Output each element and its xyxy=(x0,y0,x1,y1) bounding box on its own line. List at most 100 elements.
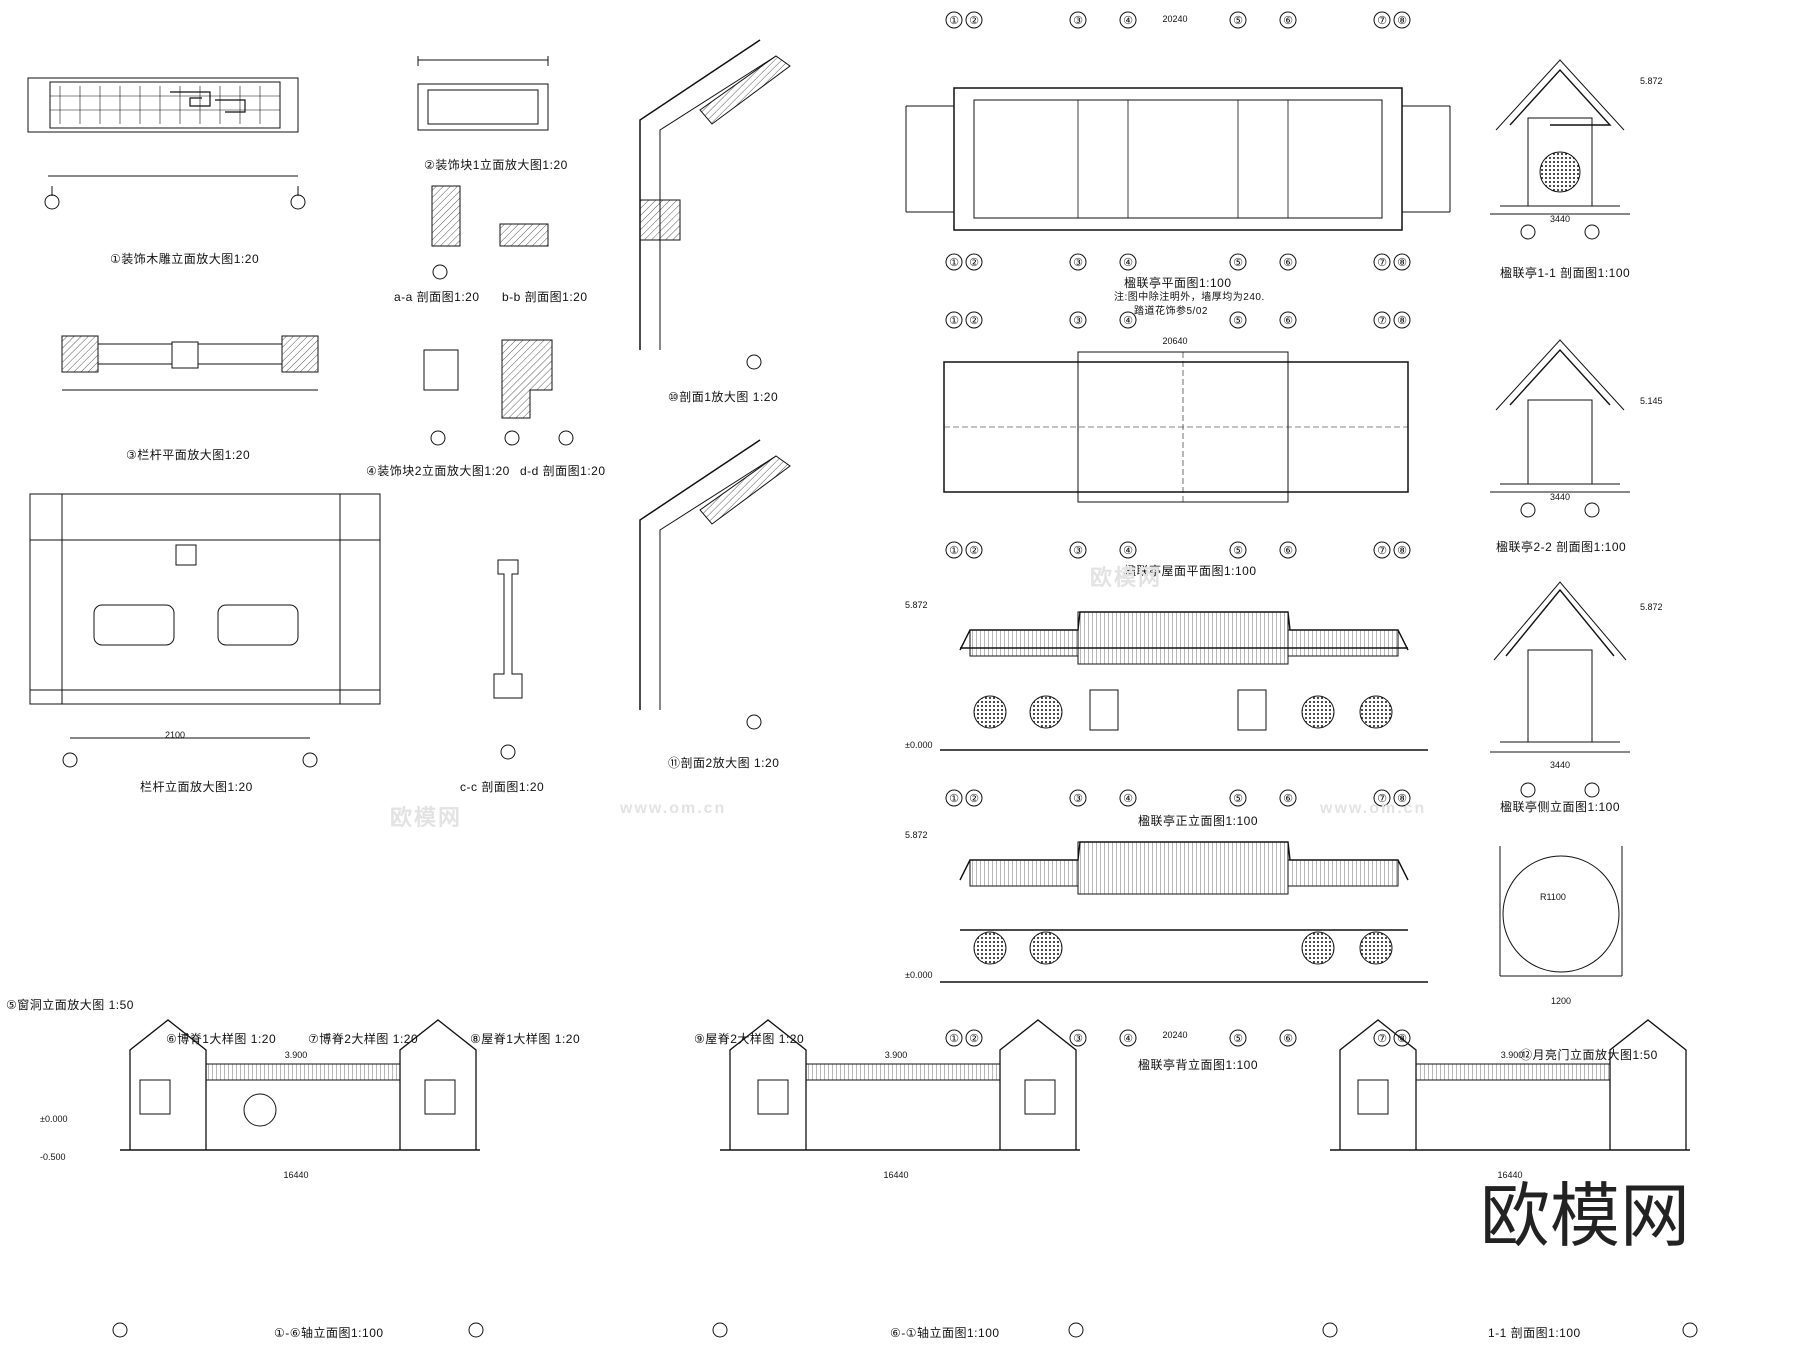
axis-bubble xyxy=(1229,789,1247,807)
side-elevation xyxy=(1490,581,1630,798)
axis-bubble xyxy=(1069,253,1087,271)
axis-label: ④ xyxy=(1123,15,1133,27)
detail-4-decor-block-2 xyxy=(423,339,574,446)
axis-label: ③ xyxy=(1073,1033,1083,1045)
s11-ridge: 3.900 xyxy=(1501,1050,1524,1060)
axis-bubble xyxy=(965,311,983,329)
section-aa-bb xyxy=(431,185,549,280)
axis-label: ⑤ xyxy=(1233,1033,1243,1045)
axis-bubble xyxy=(965,11,983,29)
axis-bubble xyxy=(1119,11,1137,29)
axis-label: ⑦ xyxy=(1377,257,1387,269)
axis-bubble xyxy=(1069,541,1087,559)
axis-label: ⑤ xyxy=(1233,257,1243,269)
axis-label: ② xyxy=(969,257,979,269)
elevation-1-6 xyxy=(112,1019,484,1338)
elev61-total-dim: 16440 xyxy=(883,1170,908,1180)
caption-dd: d-d 剖面图1:20 xyxy=(520,464,606,478)
caption-detail-4: ④装饰块2立面放大图1:20 xyxy=(366,464,510,478)
axis-label: ⑤ xyxy=(1233,15,1243,27)
axis-label: ⑥ xyxy=(1283,315,1293,327)
section-1-1-lower xyxy=(1322,1019,1698,1338)
axis-bubble xyxy=(1229,253,1247,271)
axis-label: ② xyxy=(969,545,979,557)
section-2-2 xyxy=(1490,339,1630,518)
axis-label: ④ xyxy=(1123,545,1133,557)
axis-label: ① xyxy=(949,15,959,27)
detail-3-railing-plan xyxy=(61,335,319,391)
axis-label: ② xyxy=(969,793,979,805)
section-1-1 xyxy=(1490,59,1630,240)
caption-back-elev: 楹联亭背立面图1:100 xyxy=(1138,1058,1259,1072)
caption-front-elev: 楹联亭正立面图1:100 xyxy=(1138,814,1259,828)
axis-label: ⑧ xyxy=(1397,15,1407,27)
axis-label: ⑦ xyxy=(1377,793,1387,805)
axis-label: ① xyxy=(949,545,959,557)
axis-bubble xyxy=(1393,1029,1411,1047)
axis-label: ③ xyxy=(1073,545,1083,557)
axis-bubble xyxy=(945,311,963,329)
caption-railing: 栏杆立面放大图1:20 xyxy=(140,780,253,794)
elev16-zero-level: ±0.000 xyxy=(40,1114,67,1124)
plan-note-1: 注:图中除注明外，墙厚均为240. xyxy=(1114,292,1265,303)
axis-bubble xyxy=(1119,253,1137,271)
axis-label: ⑦ xyxy=(1377,545,1387,557)
side-top-level: 5.872 xyxy=(1640,602,1663,612)
axis-bubble xyxy=(1229,11,1247,29)
elev16-ridge: 3.900 xyxy=(285,1050,308,1060)
axis-bubble xyxy=(1069,789,1087,807)
axis-bubble xyxy=(1373,311,1391,329)
axis-bubble xyxy=(965,253,983,271)
rail-total-dim: 2100 xyxy=(165,730,185,740)
caption-section-lower: 1-1 剖面图1:100 xyxy=(1488,1326,1581,1340)
axis-label: ② xyxy=(969,315,979,327)
back-top-level: 5.872 xyxy=(905,830,928,840)
axis-bubble xyxy=(1279,11,1297,29)
axis-label: ⑥ xyxy=(1283,793,1293,805)
caption-detail-5: ⑤窗洞立面放大图 1:50 xyxy=(6,998,134,1012)
detail-11-roof-section-2 xyxy=(639,439,791,730)
elevation-6-1 xyxy=(712,1019,1084,1338)
axis-label: ① xyxy=(949,793,959,805)
axis-label: ⑤ xyxy=(1233,545,1243,557)
axis-label: ⑥ xyxy=(1283,545,1293,557)
caption-detail-8: ⑧屋脊1大样图 1:20 xyxy=(470,1032,581,1046)
caption-elev-6-1: ⑥-①轴立面图1:100 xyxy=(890,1326,1000,1340)
caption-detail-10: ⑩剖面1放大图 1:20 xyxy=(668,390,779,404)
axis-label: ⑧ xyxy=(1397,315,1407,327)
axis-bubble xyxy=(945,11,963,29)
axis-bubble xyxy=(1393,789,1411,807)
axis-bubble xyxy=(945,253,963,271)
axis-label: ① xyxy=(949,257,959,269)
axis-bubble xyxy=(1373,253,1391,271)
axis-label: ⑤ xyxy=(1233,315,1243,327)
axis-bubble xyxy=(1393,253,1411,271)
axis-label: ⑦ xyxy=(1377,15,1387,27)
caption-cc: c-c 剖面图1:20 xyxy=(460,780,545,794)
watermark-site-2: www.om.cn xyxy=(1320,800,1427,817)
axis-label: ⑥ xyxy=(1283,1033,1293,1045)
axis-bubble xyxy=(1119,789,1137,807)
axis-label: ② xyxy=(969,1033,979,1045)
axis-bubble xyxy=(1069,11,1087,29)
caption-bb: b-b 剖面图1:20 xyxy=(502,290,588,304)
detail-1-wood-carving xyxy=(27,77,306,210)
axis-bubble xyxy=(1069,311,1087,329)
axis-label: ⑦ xyxy=(1377,1033,1387,1045)
sec22-top-level: 5.145 xyxy=(1640,396,1663,406)
axis-label: ⑦ xyxy=(1377,315,1387,327)
caption-detail-3: ③栏杆平面放大图1:20 xyxy=(126,448,251,462)
axis-bubble xyxy=(1069,1029,1087,1047)
roof-total-dim: 20640 xyxy=(1162,336,1187,346)
caption-plan: 楹联亭平面图1:100 xyxy=(1124,276,1232,290)
axis-bubble xyxy=(1229,1029,1247,1047)
caption-detail-2: ②装饰块1立面放大图1:20 xyxy=(424,158,568,172)
caption-side-elev: 楹联亭侧立面图1:100 xyxy=(1500,800,1621,814)
axis-label: ③ xyxy=(1073,793,1083,805)
plan-note-2: 踏道花饰参5/02 xyxy=(1134,306,1208,317)
